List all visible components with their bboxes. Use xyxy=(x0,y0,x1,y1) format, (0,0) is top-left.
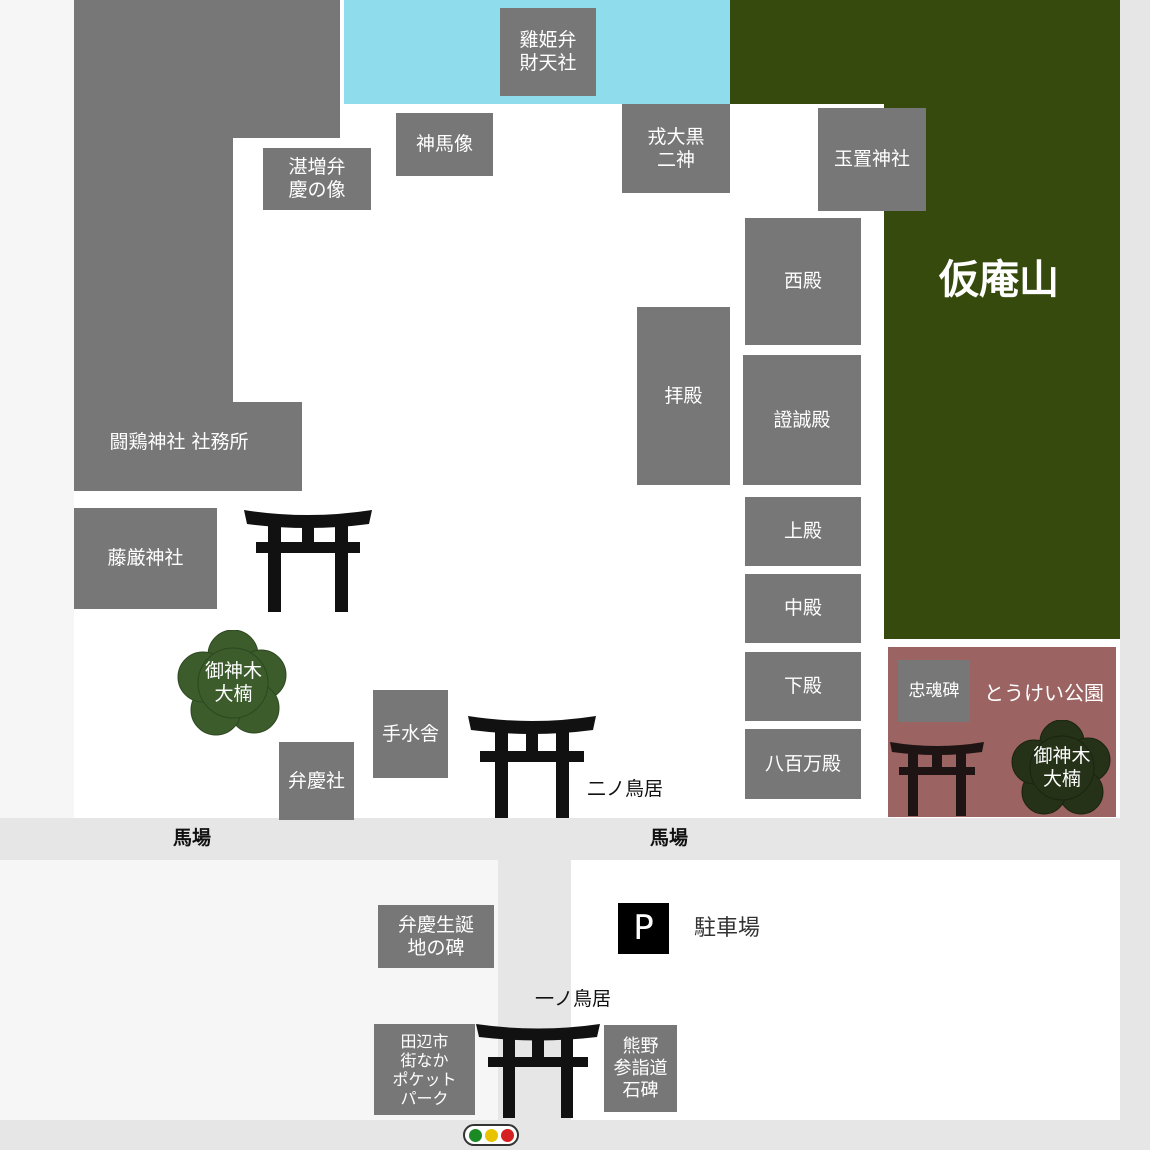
traffic-light-icon xyxy=(463,1124,519,1146)
sacred-tree-main-icon[interactable]: 御神木 大楠 xyxy=(176,630,291,736)
ebisu-daikoku[interactable]: 戎大黒 二神 xyxy=(622,104,730,193)
shamusho-building[interactable] xyxy=(74,0,340,138)
shinmazo-statue[interactable]: 神馬像 xyxy=(396,113,493,176)
right-edge-road xyxy=(1120,0,1150,1150)
sacred-tree-park-label: 御神木 大楠 xyxy=(1033,745,1091,790)
benkei-shrine[interactable]: 弁慶社 xyxy=(279,742,354,820)
shoseiden[interactable]: 證誠殿 xyxy=(743,355,861,485)
sacred-tree-main-label: 御神木 大楠 xyxy=(204,660,262,705)
sacred-tree-park-icon[interactable]: 御神木 大楠 xyxy=(1010,720,1114,816)
traffic-light-red xyxy=(501,1129,514,1142)
baba-label-right: 馬場 xyxy=(649,826,688,849)
nishiden[interactable]: 西殿 xyxy=(745,218,861,345)
torii-ichi-no-torii-icon xyxy=(476,1022,600,1118)
left-ground xyxy=(0,0,74,818)
ni-no-torii-label: 二ノ鳥居 xyxy=(586,777,663,800)
benkei-birthplace-monument[interactable]: 弁慶生誕 地の碑 xyxy=(378,905,494,968)
parking-icon[interactable]: P xyxy=(618,903,669,954)
kumano-kodo-monument[interactable]: 熊野 参詣道 石碑 xyxy=(604,1025,677,1112)
yaoyorozu-den[interactable]: 八百万殿 xyxy=(745,729,861,799)
chuukonhi-monument[interactable]: 忠魂碑 xyxy=(898,660,970,722)
jouden[interactable]: 上殿 xyxy=(745,497,861,566)
shamusho-building-lower[interactable] xyxy=(74,402,302,491)
mountain-area[interactable] xyxy=(730,0,1120,104)
shamusho-label: 闘鶏神社 社務所 xyxy=(109,430,249,453)
tanzou-statue[interactable]: 湛増弁 慶の像 xyxy=(263,148,371,210)
haiden[interactable]: 拝殿 xyxy=(637,307,730,485)
mountain-label: 仮庵山 xyxy=(939,256,1059,303)
bottom-road xyxy=(0,1120,1150,1150)
torii-park-icon xyxy=(890,740,984,816)
baba-road xyxy=(0,818,1120,860)
pocket-park[interactable]: 田辺市 街なか ポケット パーク xyxy=(374,1024,475,1115)
traffic-light-yellow xyxy=(485,1129,498,1142)
park-label: とうけい公園 xyxy=(984,680,1104,705)
chouzusha[interactable]: 手水舎 xyxy=(373,690,448,778)
torii-upper-icon xyxy=(244,508,372,612)
parking-label: 駐車場 xyxy=(693,915,760,941)
shamusho-building-mid[interactable] xyxy=(74,138,233,404)
geden[interactable]: 下殿 xyxy=(745,652,861,721)
benzaiten-shrine[interactable]: 雞姫弁 財天社 xyxy=(500,8,596,96)
baba-label-left: 馬場 xyxy=(172,826,211,849)
chuuden[interactable]: 中殿 xyxy=(745,574,861,643)
tamaoki-shrine[interactable]: 玉置神社 xyxy=(818,108,926,211)
traffic-light-green xyxy=(469,1129,482,1142)
fujiiwa-shrine[interactable]: 藤厳神社 xyxy=(74,508,217,609)
ichi-no-torii-label: 一ノ鳥居 xyxy=(534,987,611,1010)
torii-ni-no-torii-icon xyxy=(468,714,596,818)
